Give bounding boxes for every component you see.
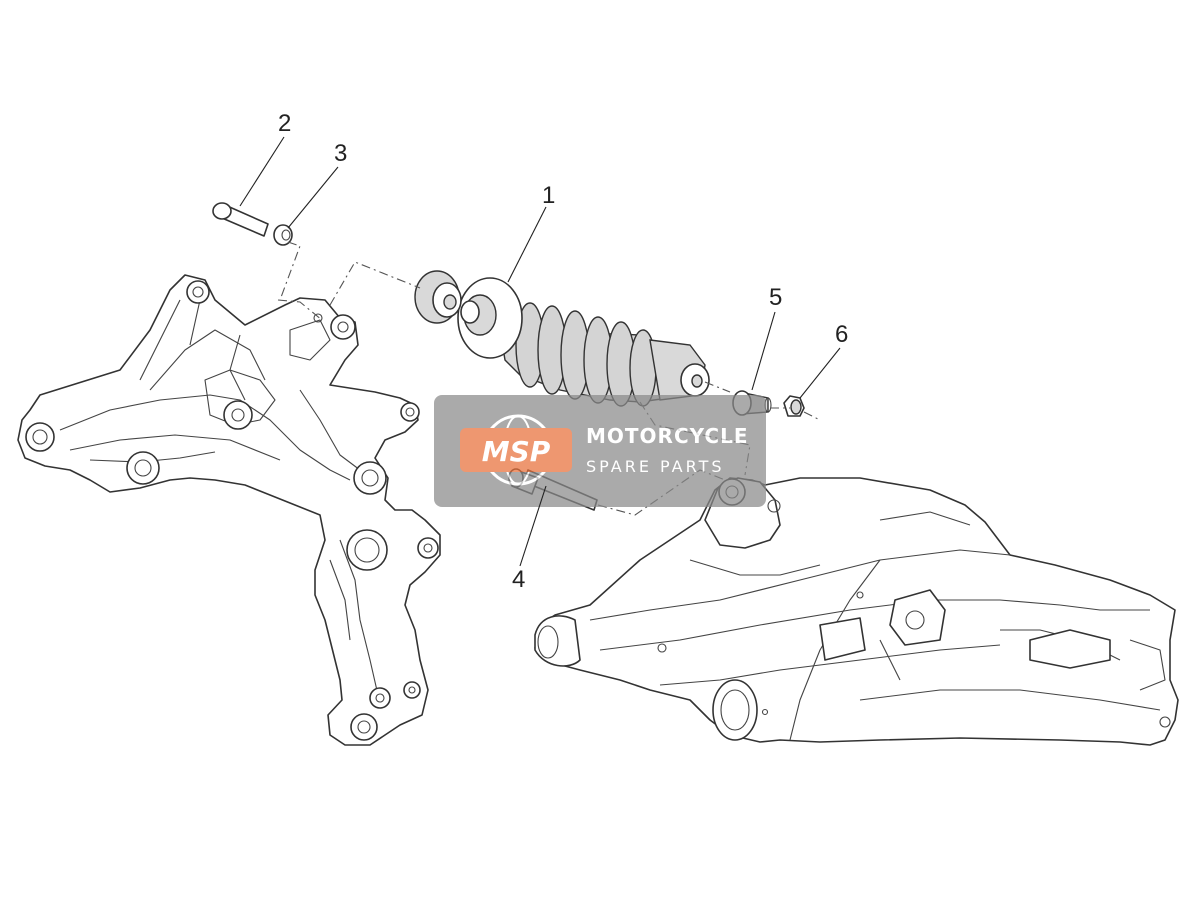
callout-2: 2 <box>278 110 291 137</box>
watermark-line1: MOTORCYCLE <box>586 424 748 448</box>
msp-watermark: MSP MOTORCYCLE SPARE PARTS <box>434 395 766 507</box>
bolt-part-2 <box>212 202 269 237</box>
nut-part-6 <box>783 395 805 417</box>
shock-absorber <box>414 270 710 407</box>
callout-6: 6 <box>835 321 848 348</box>
callout-3: 3 <box>334 140 347 167</box>
watermark-line2: SPARE PARTS <box>586 457 725 476</box>
watermark-logo-badge <box>460 428 572 472</box>
callout-4: 4 <box>512 566 525 593</box>
callout-1: 1 <box>542 182 555 209</box>
swingarm <box>534 477 1179 746</box>
washer-part-3 <box>273 224 293 246</box>
callout-5: 5 <box>769 284 782 311</box>
frame-bracket <box>17 274 441 746</box>
callouts: 1 2 3 4 5 6 <box>239 110 848 593</box>
watermark-box <box>434 395 766 507</box>
watermark-logo: MSP <box>482 435 551 468</box>
